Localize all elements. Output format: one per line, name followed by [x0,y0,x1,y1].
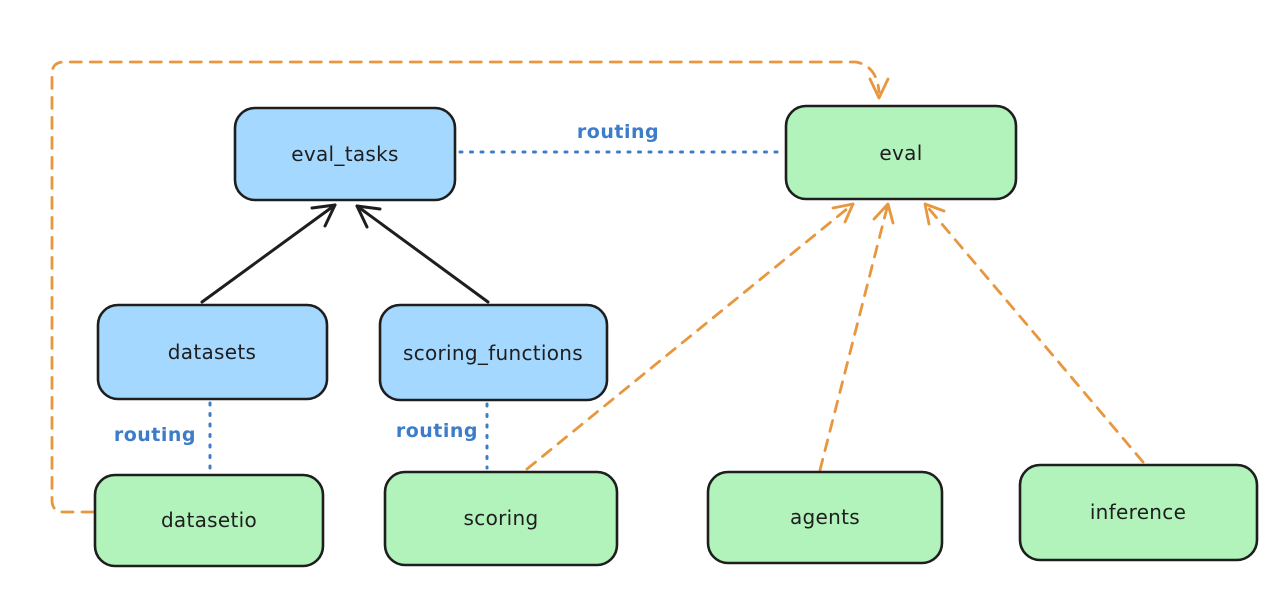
node-scoring: scoring [383,470,619,567]
routing-label: routing [396,420,478,442]
arrowhead [355,204,382,229]
routing-label: routing [577,121,659,143]
datasetio-box [93,473,325,568]
node-scoring-functions: scoring_functions [378,303,609,402]
eval-box [784,104,1018,201]
eval-tasks-label: eval_tasks [291,142,398,166]
datasets-label: datasets [168,340,256,364]
edge-datasets-to-eval-tasks [200,203,337,304]
scoring-functions-label: scoring_functions [403,341,583,365]
inference-label: inference [1090,500,1186,524]
arrowhead [923,202,946,226]
arrowhead [831,202,855,224]
edge-datasetio-to-eval [50,60,890,514]
edge-scoring-functions-to-eval-tasks [355,204,490,304]
scoring-functions-box [378,303,609,402]
eval-tasks-box [233,106,457,202]
edge-inference-to-eval [923,202,1145,464]
agents-label: agents [790,505,860,529]
arrowhead [872,202,895,225]
scoring-box [383,470,619,567]
node-datasetio: datasetio [93,473,325,568]
eval-label: eval [879,141,922,165]
datasetio-label: datasetio [161,508,257,532]
edge-scoring-to-eval [525,202,855,471]
datasets-box [96,303,329,401]
agents-box [706,470,944,565]
arrowhead [868,77,890,100]
node-datasets: datasets [96,303,329,401]
scoring-label: scoring [464,506,539,530]
node-eval-tasks: eval_tasks [233,106,457,202]
arrowhead [310,203,337,228]
node-eval: eval [784,104,1018,201]
node-inference: inference [1018,463,1259,562]
edge-agents-to-eval [818,202,895,472]
inference-box [1018,463,1259,562]
node-agents: agents [706,470,944,565]
routing-label: routing [114,424,196,446]
